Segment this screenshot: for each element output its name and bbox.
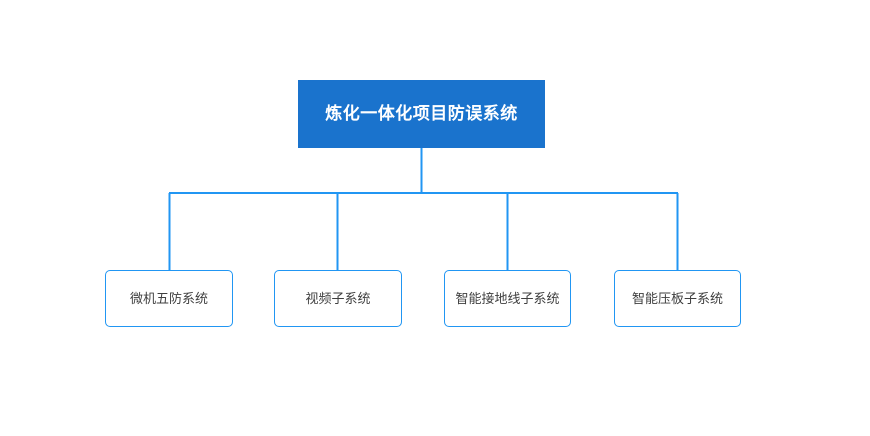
node-child-zhineng-yaban[interactable]: 智能压板子系统 — [614, 270, 741, 327]
node-child-label: 视频子系统 — [305, 290, 371, 306]
node-child-label: 微机五防系统 — [129, 290, 208, 306]
node-root[interactable]: 炼化一体化项目防误系统 — [298, 80, 545, 148]
node-child-label: 智能接地线子系统 — [455, 290, 560, 306]
node-child-zhineng-jiediwx[interactable]: 智能接地线子系统 — [444, 270, 571, 327]
node-child-shipin[interactable]: 视频子系统 — [274, 270, 402, 327]
node-root-label: 炼化一体化项目防误系统 — [325, 103, 518, 123]
node-child-label: 智能压板子系统 — [631, 290, 723, 306]
node-child-weiji-wufang[interactable]: 微机五防系统 — [105, 270, 233, 327]
